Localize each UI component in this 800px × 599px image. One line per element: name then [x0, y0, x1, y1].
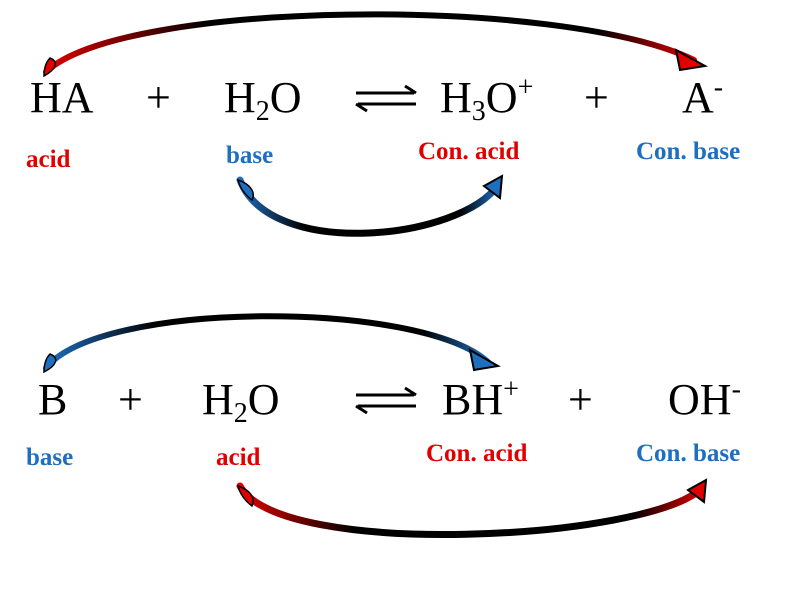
- equilibrium-arrows-r2: [355, 386, 417, 415]
- arrowhead-r2-bottom: [686, 478, 708, 504]
- arrowhead-r2-top: [468, 348, 501, 372]
- r2-reactant-water: H2O: [202, 375, 280, 429]
- r2-label-acid: acid: [216, 444, 261, 471]
- r2-product-hydroxide: OH-: [668, 374, 741, 424]
- arrowhead-r1-top: [674, 48, 709, 72]
- r1-product-hydronium: H3O+: [440, 72, 534, 127]
- r2-label-base: base: [26, 444, 74, 471]
- arc-arrow-r1-top: [43, 11, 709, 78]
- r1-label-base: base: [226, 142, 274, 169]
- r1-label-acid: acid: [26, 146, 71, 173]
- r1-plus-2: +: [584, 73, 609, 122]
- arc-arrow-r2-top: [43, 313, 501, 374]
- arc-arrow-r2-bottom: [236, 478, 708, 538]
- r1-reactant-ha: HA: [30, 73, 94, 122]
- r2-plus-2: +: [568, 375, 593, 424]
- arc-arrow-r1-bottom: [236, 174, 504, 237]
- r1-reactant-water: H2O: [224, 73, 302, 127]
- r2-reactant-b: B: [38, 375, 68, 424]
- r1-label-con-acid: Con. acid: [418, 138, 520, 165]
- r1-label-con-base: Con. base: [636, 138, 741, 165]
- r2-label-con-acid: Con. acid: [426, 440, 528, 467]
- r1-product-anion: A-: [682, 72, 724, 122]
- equilibrium-arrows-r1: [355, 84, 417, 113]
- arrowhead-r1-bottom: [482, 174, 504, 200]
- r2-plus-1: +: [118, 375, 143, 424]
- r2-product-bh: BH+: [442, 374, 519, 424]
- r1-plus-1: +: [146, 73, 171, 122]
- r2-label-con-base: Con. base: [636, 440, 741, 467]
